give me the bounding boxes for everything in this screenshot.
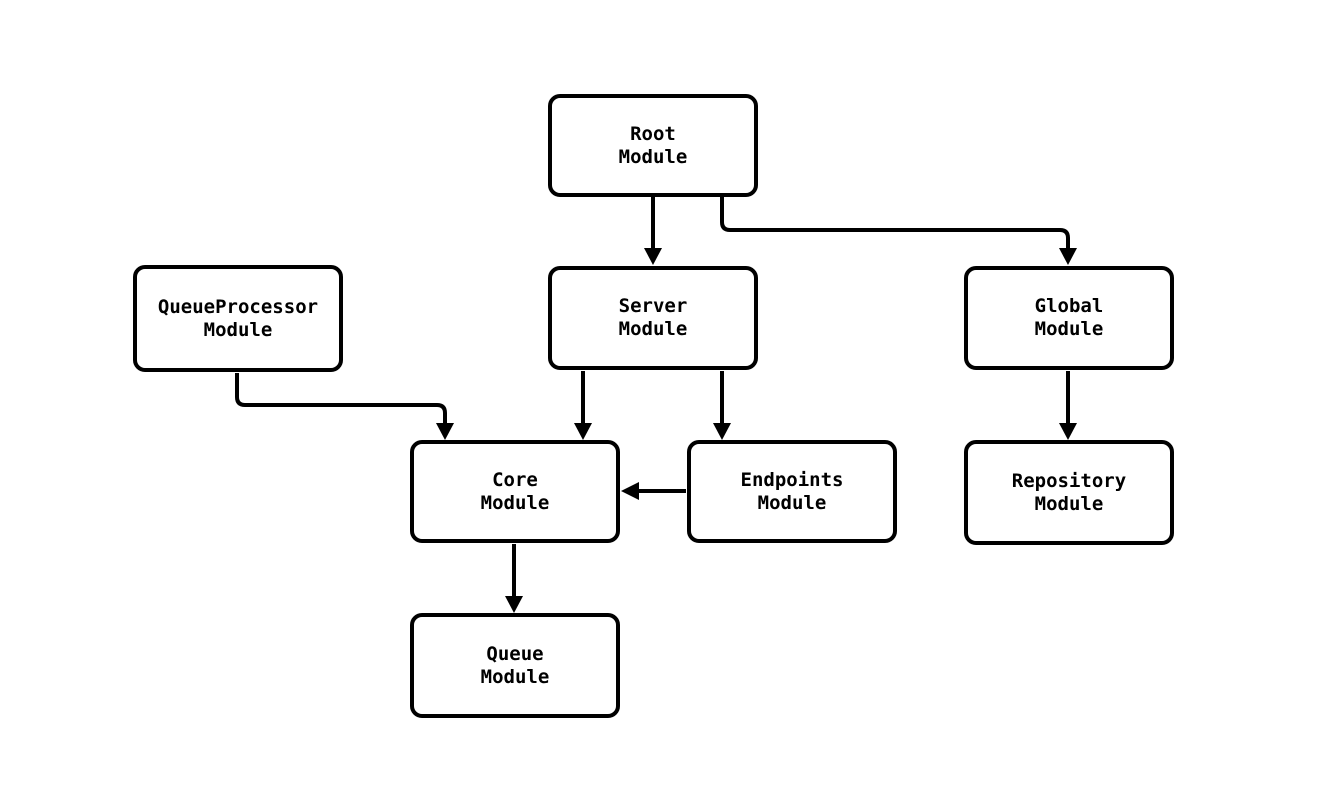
queue-module-label-line2: Module (480, 665, 550, 688)
queue-module-label-line1: Queue (486, 642, 544, 665)
repository-module-label-line1: Repository (1011, 469, 1127, 492)
queue-module-node[interactable]: Queue Module (410, 613, 620, 718)
endpoints-module-label-line1: Endpoints (740, 468, 844, 491)
edge-core-to-queue (505, 544, 523, 613)
global-module-label-line1: Global (1034, 295, 1104, 317)
edge-endpoints-to-core (621, 482, 686, 500)
repository-module-node[interactable]: Repository Module (964, 440, 1174, 545)
core-module-label-line1: Core (492, 468, 538, 491)
root-module-label-line1: Root (630, 122, 676, 145)
edge-root-to-global (720, 197, 1077, 265)
server-module-label-line2: Module (618, 318, 688, 340)
queueprocessor-module-label-line2: Module (203, 318, 273, 341)
global-module-label-line2: Module (1034, 318, 1104, 340)
core-module-node[interactable]: Core Module (410, 440, 620, 543)
root-module-node[interactable]: Root Module (548, 94, 758, 197)
server-module-node[interactable]: Server Module (548, 266, 758, 370)
edge-server-to-core (574, 371, 592, 440)
edge-root-to-server (644, 197, 662, 265)
queueprocessor-module-node[interactable]: QueueProcessor Module (133, 265, 343, 372)
endpoints-module-label-line2: Module (757, 491, 827, 514)
queueprocessor-module-label-line1: QueueProcessor (157, 295, 319, 318)
server-module-label-line1: Server (618, 295, 688, 317)
root-module-label-line2: Module (618, 145, 688, 168)
edge-global-to-repository (1059, 371, 1077, 440)
global-module-node[interactable]: Global Module (964, 266, 1174, 370)
edge-server-to-endpoints (713, 371, 731, 440)
endpoints-module-node[interactable]: Endpoints Module (687, 440, 897, 543)
edge-queueprocessor-to-core (235, 373, 454, 440)
repository-module-label-line2: Module (1034, 492, 1104, 515)
core-module-label-line2: Module (480, 491, 550, 514)
